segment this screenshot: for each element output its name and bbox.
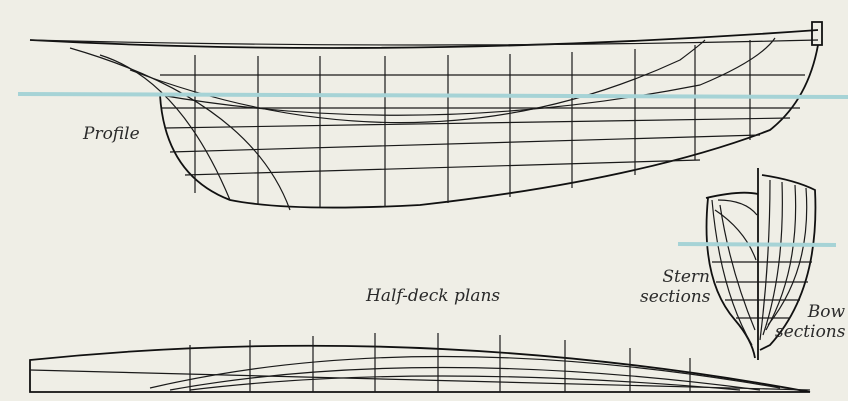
profile-stations [194, 40, 751, 207]
sections-waterline [677, 242, 837, 247]
profile-waterline [17, 92, 848, 99]
bow-outline [759, 174, 817, 351]
profile-waterlines [160, 74, 805, 176]
profile-label: Profile [83, 124, 140, 144]
half-deck-plans-label: Half-deck plans [366, 286, 501, 306]
keel-outline [159, 44, 819, 209]
rudder-post [811, 21, 823, 46]
half-deck-outline [29, 344, 811, 393]
half-deck-view [29, 333, 811, 393]
sheer-line [29, 29, 819, 49]
deck-line [29, 39, 819, 46]
stern-sections-label: Stern sections [640, 267, 711, 307]
profile-view [29, 21, 823, 211]
stern-outline [705, 191, 759, 359]
body-sections-view [705, 168, 817, 360]
bow-sections-label: Bow sections [775, 302, 846, 342]
profile-buttocks [69, 37, 776, 211]
